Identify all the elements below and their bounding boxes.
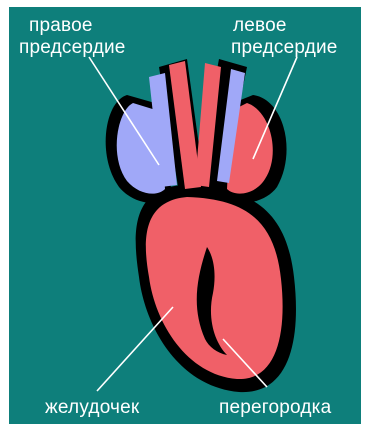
label-septum: перегородка: [219, 397, 331, 418]
label-left-atrium-line1: левое: [233, 15, 287, 36]
image-frame: правое предсердие левое предсердие желуд…: [2, 2, 363, 423]
label-left-atrium-line2: предсердие: [231, 37, 338, 58]
label-right-atrium-line1: правое: [29, 15, 93, 36]
heart-diagram: [9, 7, 361, 424]
diagram-panel: правое предсердие левое предсердие желуд…: [9, 7, 361, 424]
label-ventricle: желудочек: [45, 397, 139, 418]
pointer-ventricle: [97, 307, 173, 391]
label-right-atrium-line2: предсердие: [19, 37, 126, 58]
